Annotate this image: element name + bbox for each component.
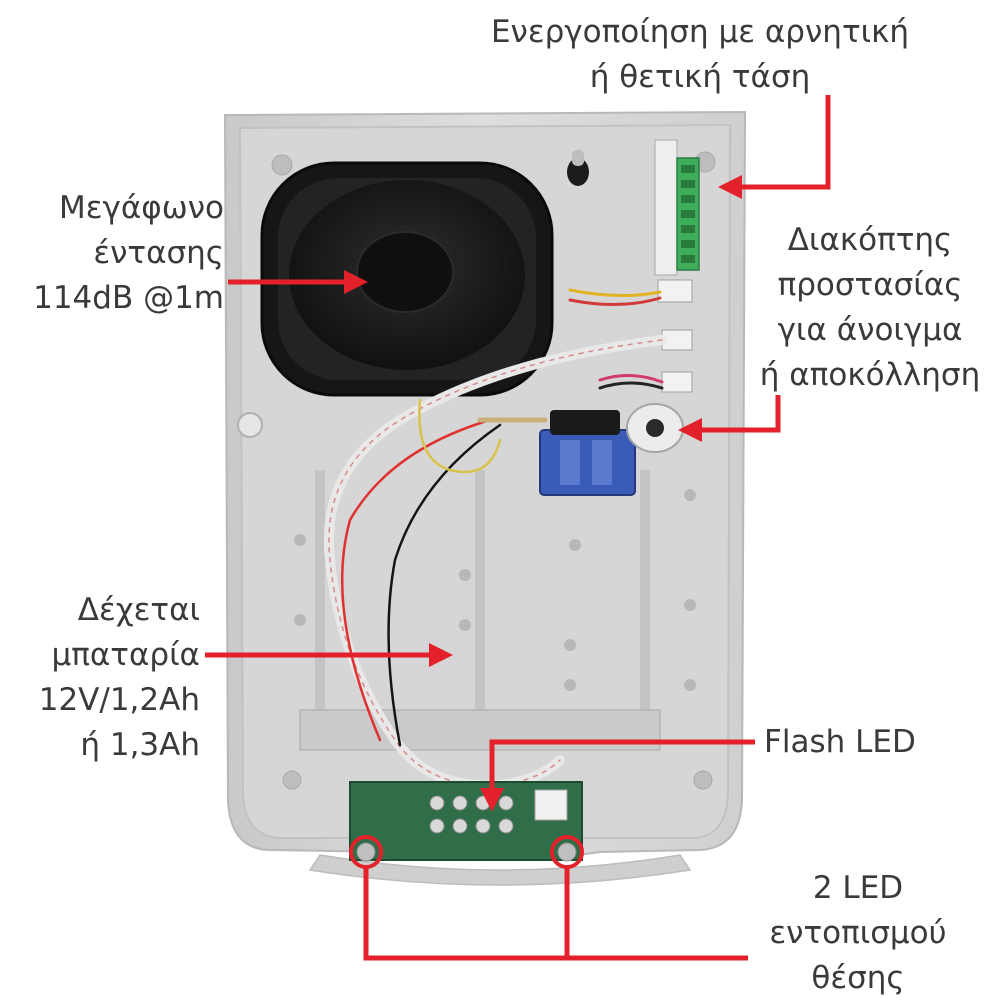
label-speaker-line-2: έντασης	[93, 235, 224, 271]
label-tamper-line-3: για άνοιγμα	[777, 312, 963, 348]
label-locator: 2 LED εντοπισμού θέσης	[748, 866, 968, 1001]
battery-clip-icon	[539, 429, 636, 496]
label-speaker: Μεγάφωνο έντασης 114dB @1m	[10, 186, 224, 321]
label-tamper: Διακόπτης προστασίας για άνοιγμα ή αποκό…	[742, 218, 998, 398]
label-battery-line-4: ή 1,3Αh	[80, 727, 200, 763]
label-activation: Ενεργοποίηση με αρνητική ή θετική τάση	[452, 10, 948, 100]
label-locator-line-2: εντοπισμού	[769, 915, 947, 951]
label-flash-line-1: Flash LED	[764, 724, 916, 760]
label-tamper-line-4: ή αποκόλληση	[759, 357, 981, 393]
label-tamper-line-1: Διακόπτης	[787, 222, 953, 258]
label-locator-line-3: θέσης	[811, 960, 905, 996]
terminal-block-icon	[654, 139, 700, 393]
arrow-speaker	[228, 270, 368, 294]
arrow-tamper	[678, 395, 781, 442]
label-battery-line-2: μπαταρία	[51, 637, 200, 673]
callout-arrows	[205, 95, 831, 961]
label-flash: Flash LED	[764, 720, 994, 765]
label-locator-line-1: 2 LED	[812, 870, 904, 906]
arrow-flash	[480, 739, 755, 812]
tamper-switch-icon	[550, 403, 684, 453]
label-battery-line-3: 12V/1,2Ah	[38, 682, 200, 718]
label-battery: Δέχεται μπαταρία 12V/1,2Ah ή 1,3Αh	[0, 588, 200, 768]
arrow-activation	[718, 95, 831, 199]
label-tamper-line-2: προστασίας	[777, 267, 963, 303]
arrow-locator	[349, 835, 748, 961]
label-activation-line-1: Ενεργοποίηση με αρνητική	[490, 14, 910, 50]
speaker-horn-icon	[260, 161, 554, 397]
arrow-battery	[205, 643, 453, 667]
label-speaker-line-3: 114dB @1m	[33, 280, 224, 316]
led-board-icon	[349, 781, 583, 862]
label-battery-line-1: Δέχεται	[77, 592, 200, 628]
label-speaker-line-1: Μεγάφωνο	[59, 190, 224, 226]
label-activation-line-2: ή θετική τάση	[589, 59, 811, 95]
